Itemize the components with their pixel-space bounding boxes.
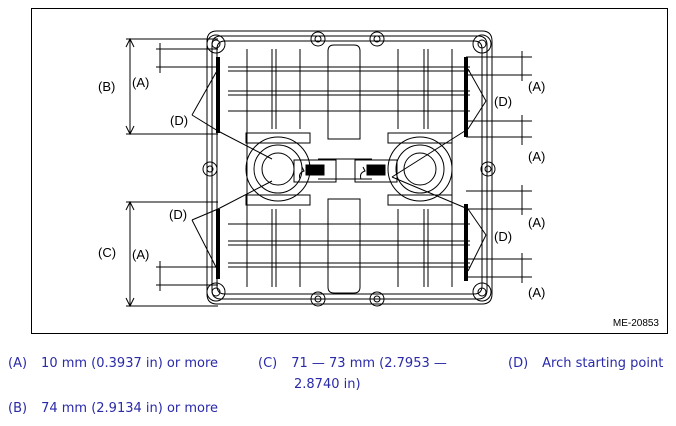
callout-d-right-top: (D) [494, 94, 512, 109]
cover-drawing: (B) (A) (D) (D) (C) (A) (A) (D) (A) (A) … [98, 30, 545, 308]
legend-text: Arch starting point [542, 356, 664, 371]
legend-item-a: (A) 10 mm (0.3937 in) or more [8, 353, 218, 374]
callout-a-left-bottom: (A) [132, 247, 149, 262]
callout-d-left-bottom: (D) [169, 207, 187, 222]
legend-key: (D) [508, 356, 529, 371]
figure-id-label: ME-20853 [612, 318, 659, 329]
legend-text: 74 mm (2.9134 in) or more [41, 401, 219, 416]
callout-a-right-3: (A) [528, 215, 545, 230]
callout-c: (C) [98, 245, 116, 260]
callout-b: (B) [98, 79, 115, 94]
legend-key: (A) [8, 356, 28, 371]
callout-a-right-1: (A) [528, 79, 545, 94]
legend-item-d: (D) Arch starting point [508, 353, 663, 374]
legend-item-c-cont: 2.8740 in) [294, 374, 361, 395]
legend: (A) 10 mm (0.3937 in) or more (C) 71 — 73 … [0, 348, 676, 426]
legend-text: 71 — 73 mm (2.7953 — [291, 356, 447, 371]
callout-a-right-2: (A) [528, 149, 545, 164]
callout-d-left-top: (D) [170, 113, 188, 128]
legend-item-b: (B) 74 mm (2.9134 in) or more [8, 398, 218, 419]
callout-d-right-bottom: (D) [494, 229, 512, 244]
legend-key: (C) [258, 356, 278, 371]
legend-key: (B) [8, 401, 28, 416]
diagram-figure: (B) (A) (D) (D) (C) (A) (A) (D) (A) (A) … [31, 8, 668, 334]
callout-a-left-top: (A) [132, 75, 149, 90]
callout-a-right-4: (A) [528, 285, 545, 300]
legend-text: 2.8740 in) [294, 377, 361, 392]
legend-text: 10 mm (0.3937 in) or more [41, 356, 219, 371]
legend-item-c: (C) 71 — 73 mm (2.7953 — [258, 353, 447, 374]
